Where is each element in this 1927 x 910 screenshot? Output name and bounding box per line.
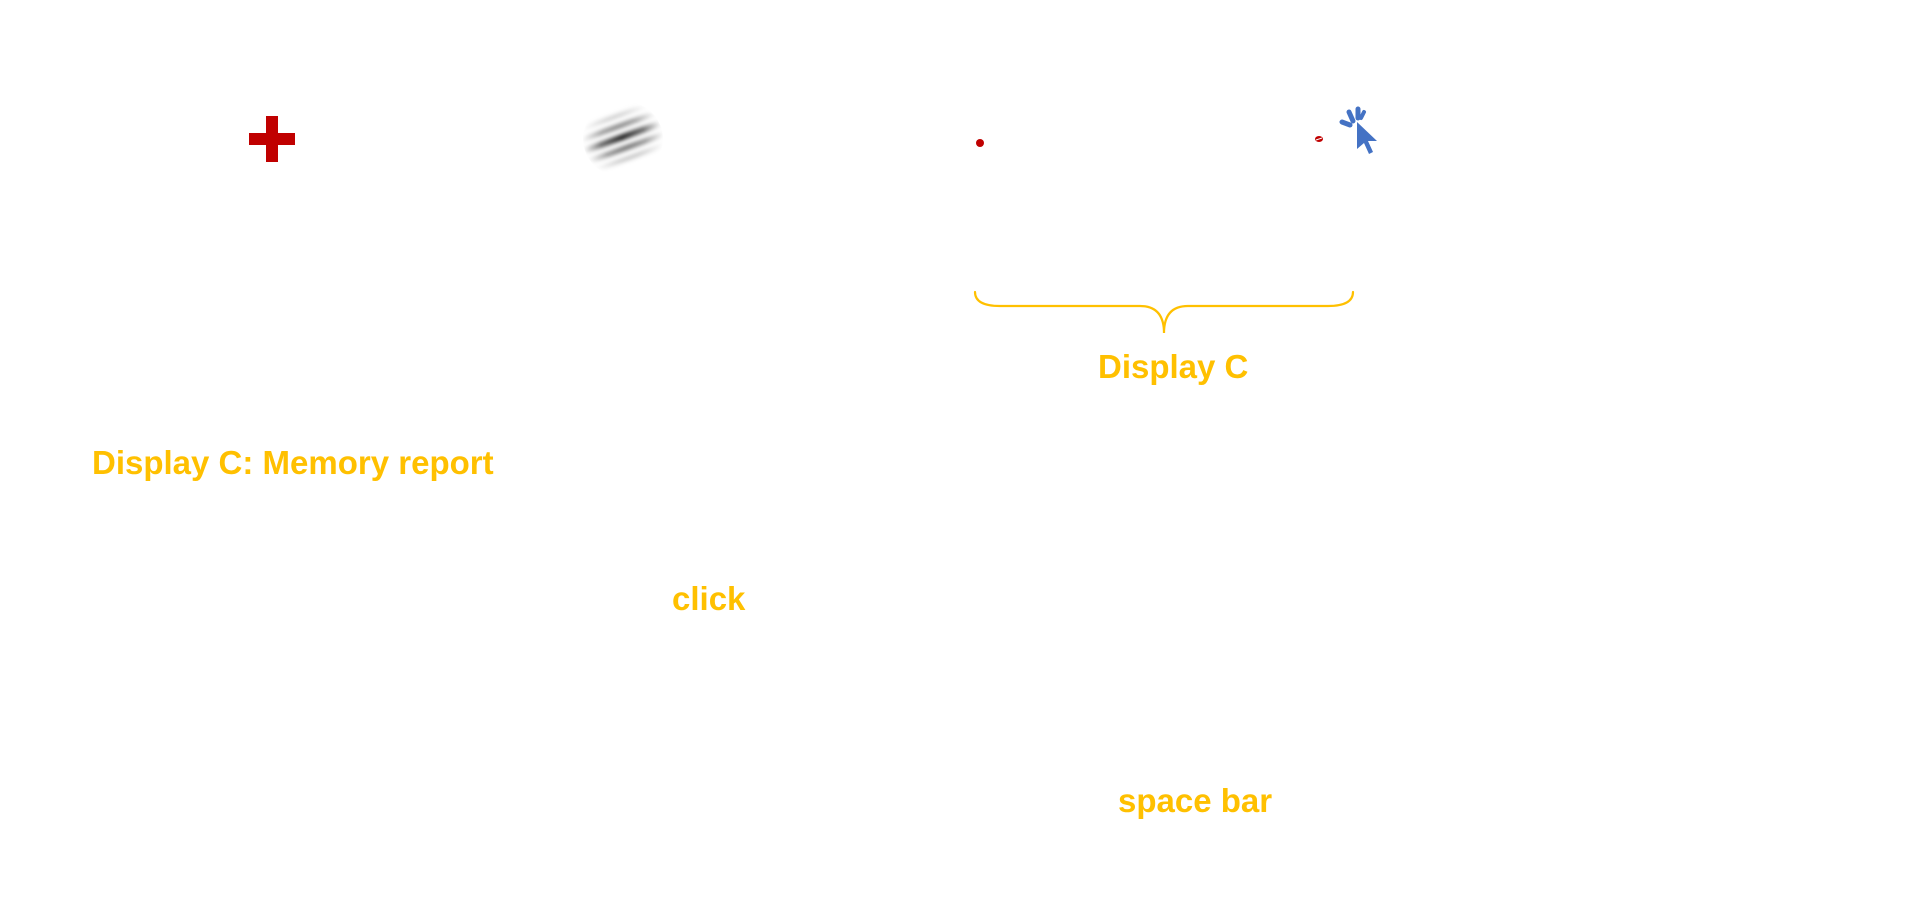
click-label: click: [672, 580, 746, 617]
display-title: Display C: Memory report: [92, 444, 494, 481]
gabor-grating-icon: [582, 100, 664, 178]
plus-icon: [249, 116, 295, 162]
curly-brace-icon: [973, 290, 1355, 334]
dot-icon: [976, 139, 984, 147]
response-dot-icon: [1315, 136, 1323, 142]
display-label: Display C: [1098, 348, 1249, 385]
mouse-click-cursor-icon: [1339, 106, 1377, 154]
space-bar-label: space bar: [1118, 782, 1273, 819]
